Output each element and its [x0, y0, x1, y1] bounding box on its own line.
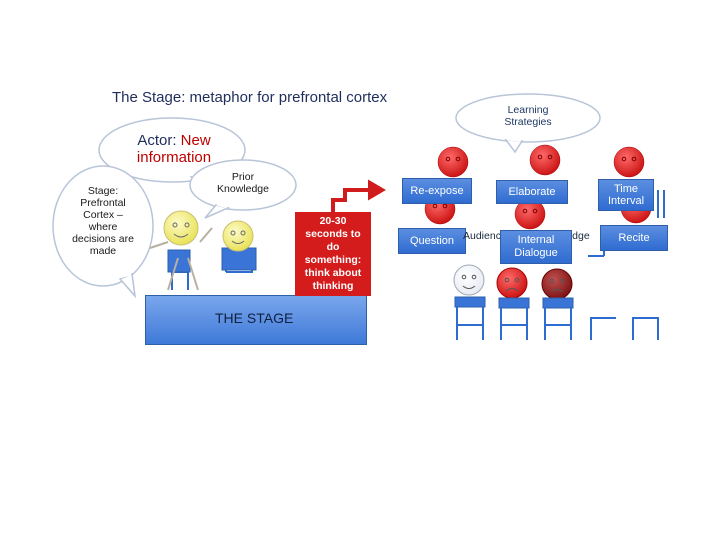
actor-bubble-text: Actor: New information: [118, 132, 230, 167]
actor-highlight: New information: [136, 132, 212, 167]
stage-platform: [145, 295, 367, 345]
recite-box: Recite: [600, 225, 668, 251]
audience-chairs-bottom: [454, 296, 574, 309]
question-box: Question: [398, 228, 466, 254]
elaborate-box: Elaborate: [496, 180, 568, 204]
bubble-learning-strategies: [455, 93, 601, 154]
audience-red-head-bottom: [496, 267, 528, 299]
actor-face: [163, 210, 199, 246]
time-interval-box: Time Interval: [598, 179, 654, 211]
prior-knowledge-face: [222, 220, 254, 252]
stage-desks: [167, 247, 257, 273]
re-expose-box: Re-expose: [402, 178, 472, 204]
prior-knowledge-text: Prior Knowledge: [217, 171, 269, 196]
actor-figure: [149, 227, 213, 291]
bubble-prior-knowledge: [189, 159, 297, 219]
actor-prefix: Actor:: [137, 132, 181, 149]
stage-note-text: Stage: Prefrontal Cortex – where decisio…: [72, 185, 134, 258]
bubble-stage-note: [52, 165, 154, 299]
audience-darkred-head: [541, 268, 573, 300]
red-arrow: [331, 179, 386, 215]
stage-label: THE STAGE: [215, 310, 294, 326]
audience-white-head: [453, 264, 485, 296]
page-title: The Stage: metaphor for prefrontal corte…: [112, 89, 388, 106]
think-about-thinking-box: 20-30 seconds to do something: think abo…: [295, 212, 371, 296]
learning-strategies-text: Learning Strategies: [504, 104, 552, 129]
internal-dialogue-box: Internal Dialogue: [500, 230, 572, 264]
